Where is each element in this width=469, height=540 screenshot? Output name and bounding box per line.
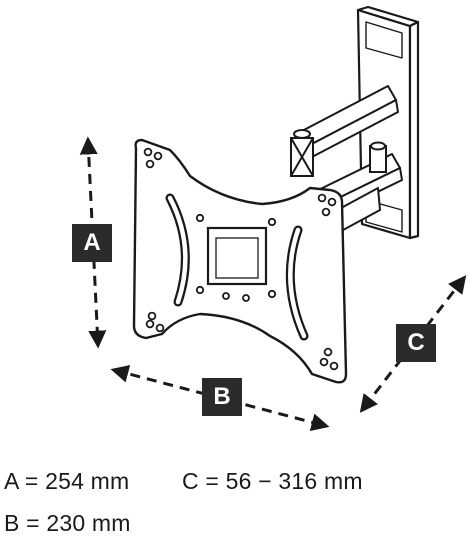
dimension-text-a: A = 254 mm <box>4 468 130 494</box>
dimension-label-a: A <box>72 224 112 262</box>
vesa-plate <box>132 138 348 384</box>
dimension-text-b: B = 230 mm <box>4 510 131 536</box>
dimension-label-b: B <box>202 378 242 416</box>
dimension-line-c <box>359 275 467 413</box>
hinge-joint-top <box>290 129 314 177</box>
hinge-joint-bottom <box>369 141 387 173</box>
dimension-text-c: C = 56 − 316 mm <box>182 468 363 494</box>
dimension-label-c: C <box>396 324 436 362</box>
